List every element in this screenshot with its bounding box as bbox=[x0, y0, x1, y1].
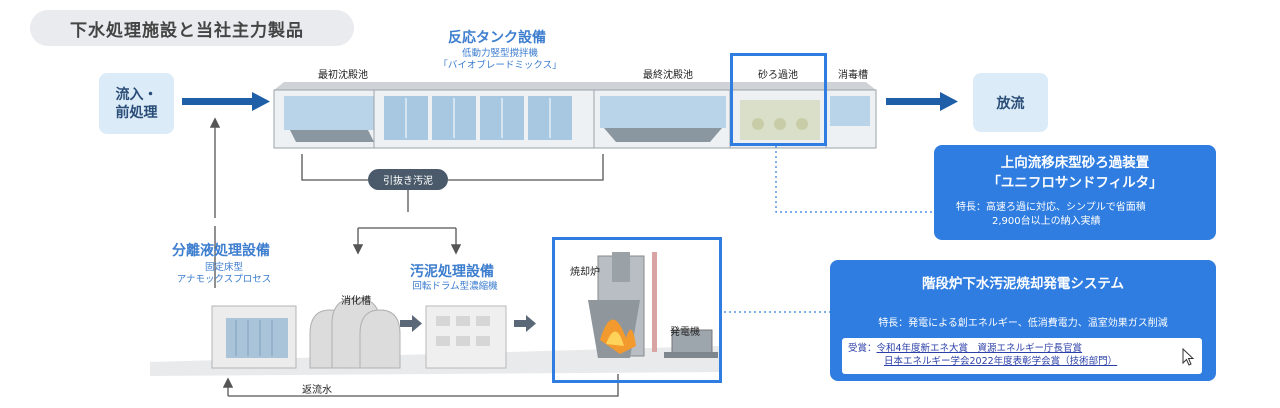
outflow-box: 放流 bbox=[973, 73, 1048, 132]
inflow-label-2: 前処理 bbox=[115, 104, 158, 121]
reaction-tank-sub-1: 低動力竪型撹拌機 bbox=[461, 48, 538, 59]
incinerator-drawing bbox=[588, 252, 718, 358]
return-water-label: 返流水 bbox=[302, 385, 332, 396]
incineration-card-feature: 特長：発電による創エネルギー、低消費電力、温室効果ガス削減 bbox=[878, 318, 1168, 329]
primary-sedimentation-label: 最初沈殿池 bbox=[318, 70, 368, 81]
sand-filter-card: 上向流移床型砂ろ過装置 「ユニフロサンドフィルタ」 特長：高速ろ過に対応、シンプ… bbox=[934, 145, 1216, 240]
inflow-box: 流入・ 前処理 bbox=[99, 73, 174, 134]
process-arrows bbox=[400, 315, 536, 332]
separation-sub-1: 固定床型 bbox=[204, 262, 243, 273]
incineration-card: 階段炉下水汚泥焼却発電システム 特長：発電による創エネルギー、低消費電力、温室効… bbox=[830, 260, 1216, 381]
sand-filter-highlight bbox=[730, 53, 827, 146]
sand-filter-card-feature-1: 特長：高速ろ過に対応、シンプルで省面積 bbox=[956, 202, 1146, 213]
sludge-treatment-sub: 回転ドラム型濃縮機 bbox=[412, 281, 498, 292]
page-title: 下水処理施設と当社主力製品 bbox=[30, 10, 354, 46]
separation-sub-2: アナモックスプロセス bbox=[176, 274, 272, 285]
reaction-tank-sub-2: 「バイオブレードミックス」 bbox=[438, 60, 562, 71]
digesters bbox=[309, 297, 401, 369]
separation-title: 分離液処理設備 bbox=[172, 243, 270, 259]
award-box: 受賞：令和4年度新エネ大賞 資源エネルギー庁長官賞 日本エネルギー学会2022年… bbox=[842, 338, 1202, 374]
reaction-tank-title: 反応タンク設備 bbox=[448, 30, 546, 46]
incinerator-highlight bbox=[552, 237, 722, 383]
separation-sub: 固定床型 アナモックスプロセス bbox=[162, 262, 286, 286]
sludge-building bbox=[425, 305, 507, 369]
outflow-arrow bbox=[886, 92, 958, 111]
dotted-connectors bbox=[724, 146, 934, 313]
incinerator-label: 焼却炉 bbox=[570, 267, 600, 278]
sludge-withdrawal-pill: 引抜き汚泥 bbox=[368, 169, 448, 190]
sludge-treatment-title: 汚泥処理設備 bbox=[410, 264, 494, 280]
digester-label: 消化槽 bbox=[341, 296, 371, 307]
separation-building bbox=[211, 305, 297, 369]
final-sedimentation-label: 最終沈殿池 bbox=[643, 70, 693, 81]
generator-label: 発電機 bbox=[670, 327, 700, 338]
award-link-2[interactable]: 日本エネルギー学会2022年度表彰学会賞（技術部門） bbox=[884, 356, 1118, 367]
award-label: 受賞： bbox=[848, 343, 877, 354]
sand-filter-card-feature-2: 2,900台以上の納入実績 bbox=[992, 216, 1101, 227]
sand-filter-card-title-1: 上向流移床型砂ろ過装置 bbox=[1000, 155, 1150, 171]
mouse-cursor-icon bbox=[1182, 348, 1195, 366]
inflow-arrow bbox=[182, 92, 270, 111]
disinfection-label: 消毒槽 bbox=[838, 70, 868, 81]
award-link-1[interactable]: 令和4年度新エネ大賞 資源エネルギー庁長官賞 bbox=[876, 343, 1083, 354]
reaction-tank-sub: 低動力竪型撹拌機 「バイオブレードミックス」 bbox=[430, 48, 570, 72]
treatment-tank-line bbox=[273, 82, 877, 149]
incineration-card-title: 階段炉下水汚泥焼却発電システム bbox=[921, 276, 1125, 292]
sand-filter-card-title-2: 「ユニフロサンドフィルタ」 bbox=[987, 175, 1163, 191]
inflow-label-1: 流入・ bbox=[115, 86, 158, 103]
sand-filter-label: 砂ろ過池 bbox=[758, 70, 798, 81]
